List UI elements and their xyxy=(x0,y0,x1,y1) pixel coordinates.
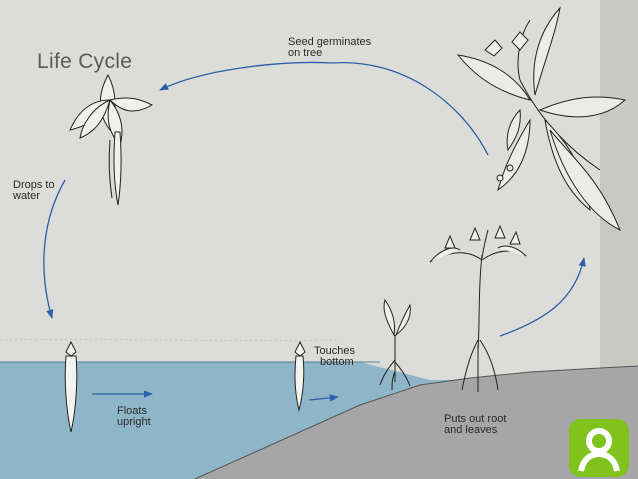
young-seedling-icon xyxy=(379,298,411,391)
label-line: bottom xyxy=(320,356,354,368)
logo-icon xyxy=(569,419,629,477)
arrow-drops xyxy=(43,179,66,319)
label-line: Floats xyxy=(117,405,147,417)
label-line: on tree xyxy=(288,47,323,59)
label-line: Drops to xyxy=(13,179,55,191)
label-line: and leaves xyxy=(444,424,498,436)
mangrove-tree-icon xyxy=(429,224,527,392)
logo-person-icon xyxy=(578,428,620,472)
arrow-grow-up xyxy=(499,257,586,337)
label-line: Touches xyxy=(314,345,355,357)
mud-bank xyxy=(195,366,638,479)
propagule-icon xyxy=(64,340,78,433)
label-line: upright xyxy=(117,416,151,428)
label-line: Seed germinates xyxy=(288,36,372,48)
label-touches-bottom: Touches bottom xyxy=(314,346,355,368)
diagram-title: Life Cycle xyxy=(37,50,133,73)
arrow-touch xyxy=(308,394,339,402)
propagule-touching-icon xyxy=(294,340,306,412)
label-puts-out-root: Puts out root and leaves xyxy=(444,414,506,436)
label-line: Puts out root xyxy=(444,413,507,425)
seedling-icon xyxy=(69,73,154,206)
cycle-arrows xyxy=(43,61,586,402)
mangrove-branch-icon xyxy=(456,6,627,232)
label-line: water xyxy=(13,190,40,202)
label-seed-germinates: Seed germinates on tree xyxy=(288,37,371,59)
label-floats-upright: Floats upright xyxy=(117,406,151,428)
label-drops-to-water: Drops to water xyxy=(13,180,55,202)
arrow-tree-to-seed xyxy=(159,61,333,91)
